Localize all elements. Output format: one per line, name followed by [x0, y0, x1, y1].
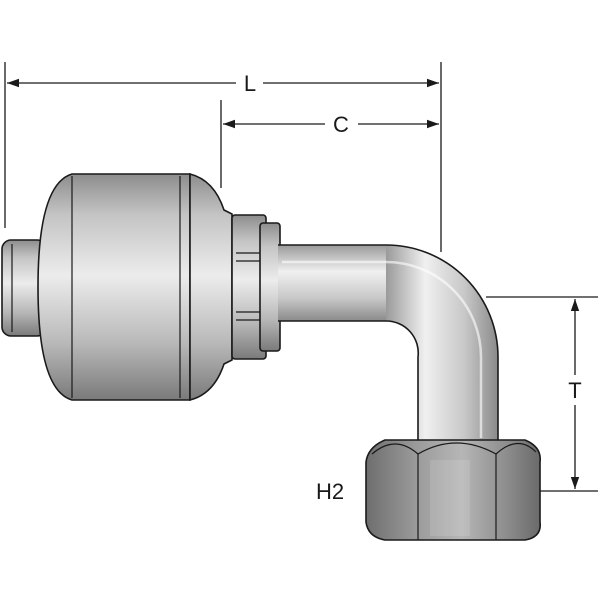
dimension-lines: L C T H2: [4, 62, 598, 504]
collar: [231, 214, 281, 360]
dim-label-l: L: [244, 71, 256, 96]
hex-nut: [365, 439, 542, 541]
dim-label-c: C: [333, 112, 349, 137]
elbow-tube: [278, 244, 499, 440]
crimp-shell: [37, 172, 233, 402]
dim-label-t: T: [568, 378, 581, 403]
dim-label-h2: H2: [316, 479, 344, 504]
